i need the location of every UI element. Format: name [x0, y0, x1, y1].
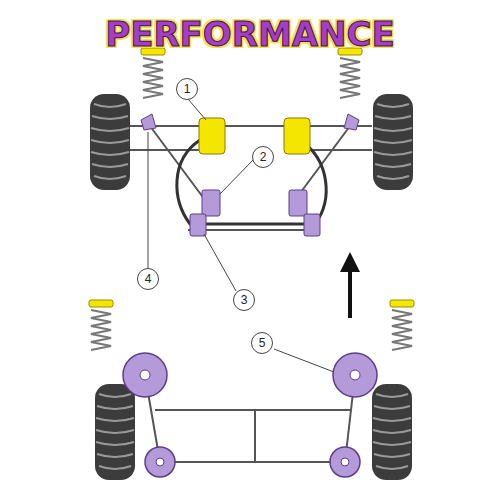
callout-number: 3	[233, 289, 255, 311]
callout-number: 4	[137, 268, 159, 290]
callout-number: 1	[176, 78, 198, 100]
callout-number: 5	[251, 332, 273, 354]
title-text: PERFORMANCE	[105, 14, 394, 54]
callout-number: 2	[252, 146, 274, 168]
